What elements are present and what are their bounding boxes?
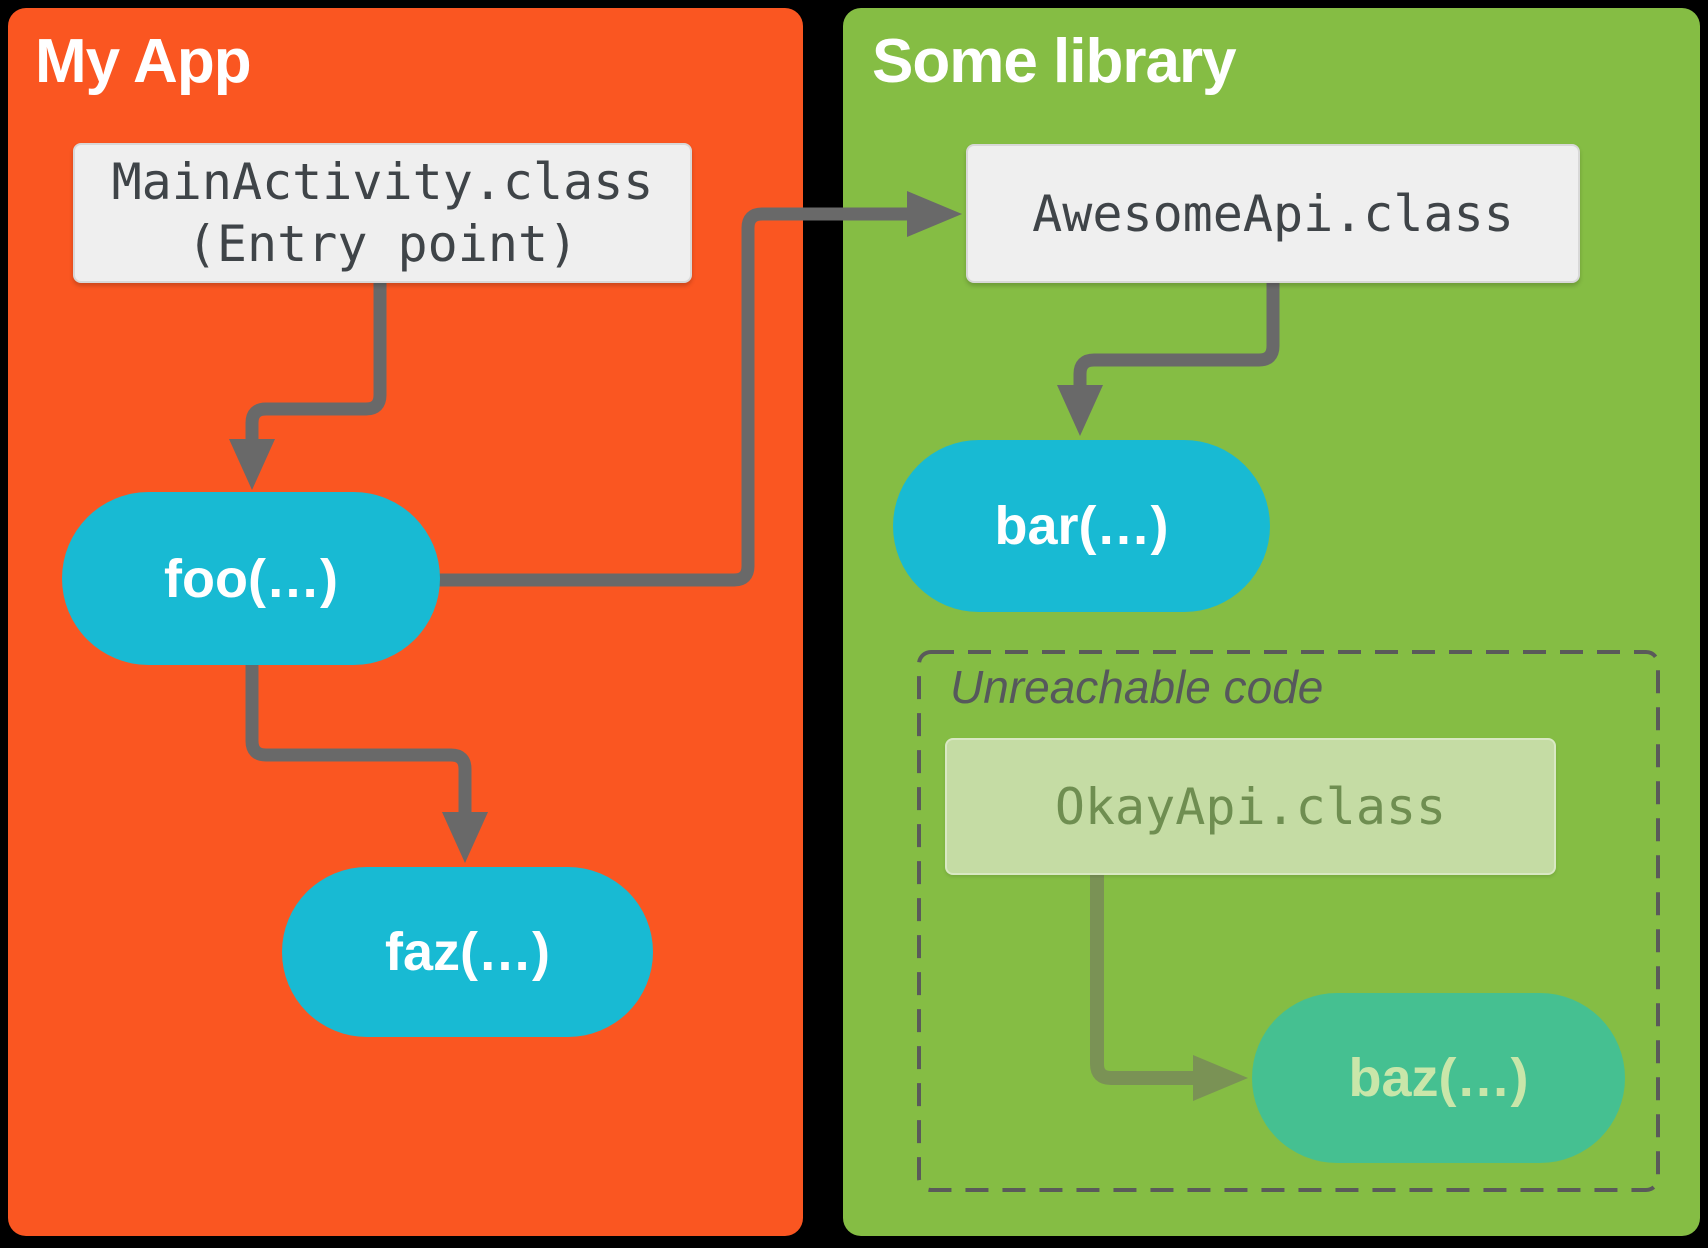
foo-method-node: foo(…) [62,492,440,665]
bar-label: bar(…) [994,496,1169,556]
unreachable-code-label: Unreachable code [950,661,1324,713]
baz-label: baz(…) [1348,1048,1529,1108]
mainactivity-label-line2: (Entry point) [186,215,579,273]
awesomeapi-class-node: AwesomeApi.class [966,144,1580,283]
my-app-title: My App [35,27,252,96]
foo-label: foo(…) [164,548,338,609]
faz-method-node: faz(…) [282,867,653,1037]
awesomeapi-label: AwesomeApi.class [1032,184,1514,243]
baz-method-node: baz(…) [1252,993,1625,1163]
bar-method-node: bar(…) [893,440,1270,612]
okayapi-label: OkayApi.class [1054,777,1447,836]
some-library-title: Some library [872,27,1237,96]
mainactivity-class-node: MainActivity.class (Entry point) [73,143,692,283]
mainactivity-label-line1: MainActivity.class [111,153,654,211]
faz-label: faz(…) [385,922,550,982]
okayapi-class-node: OkayApi.class [945,738,1556,875]
